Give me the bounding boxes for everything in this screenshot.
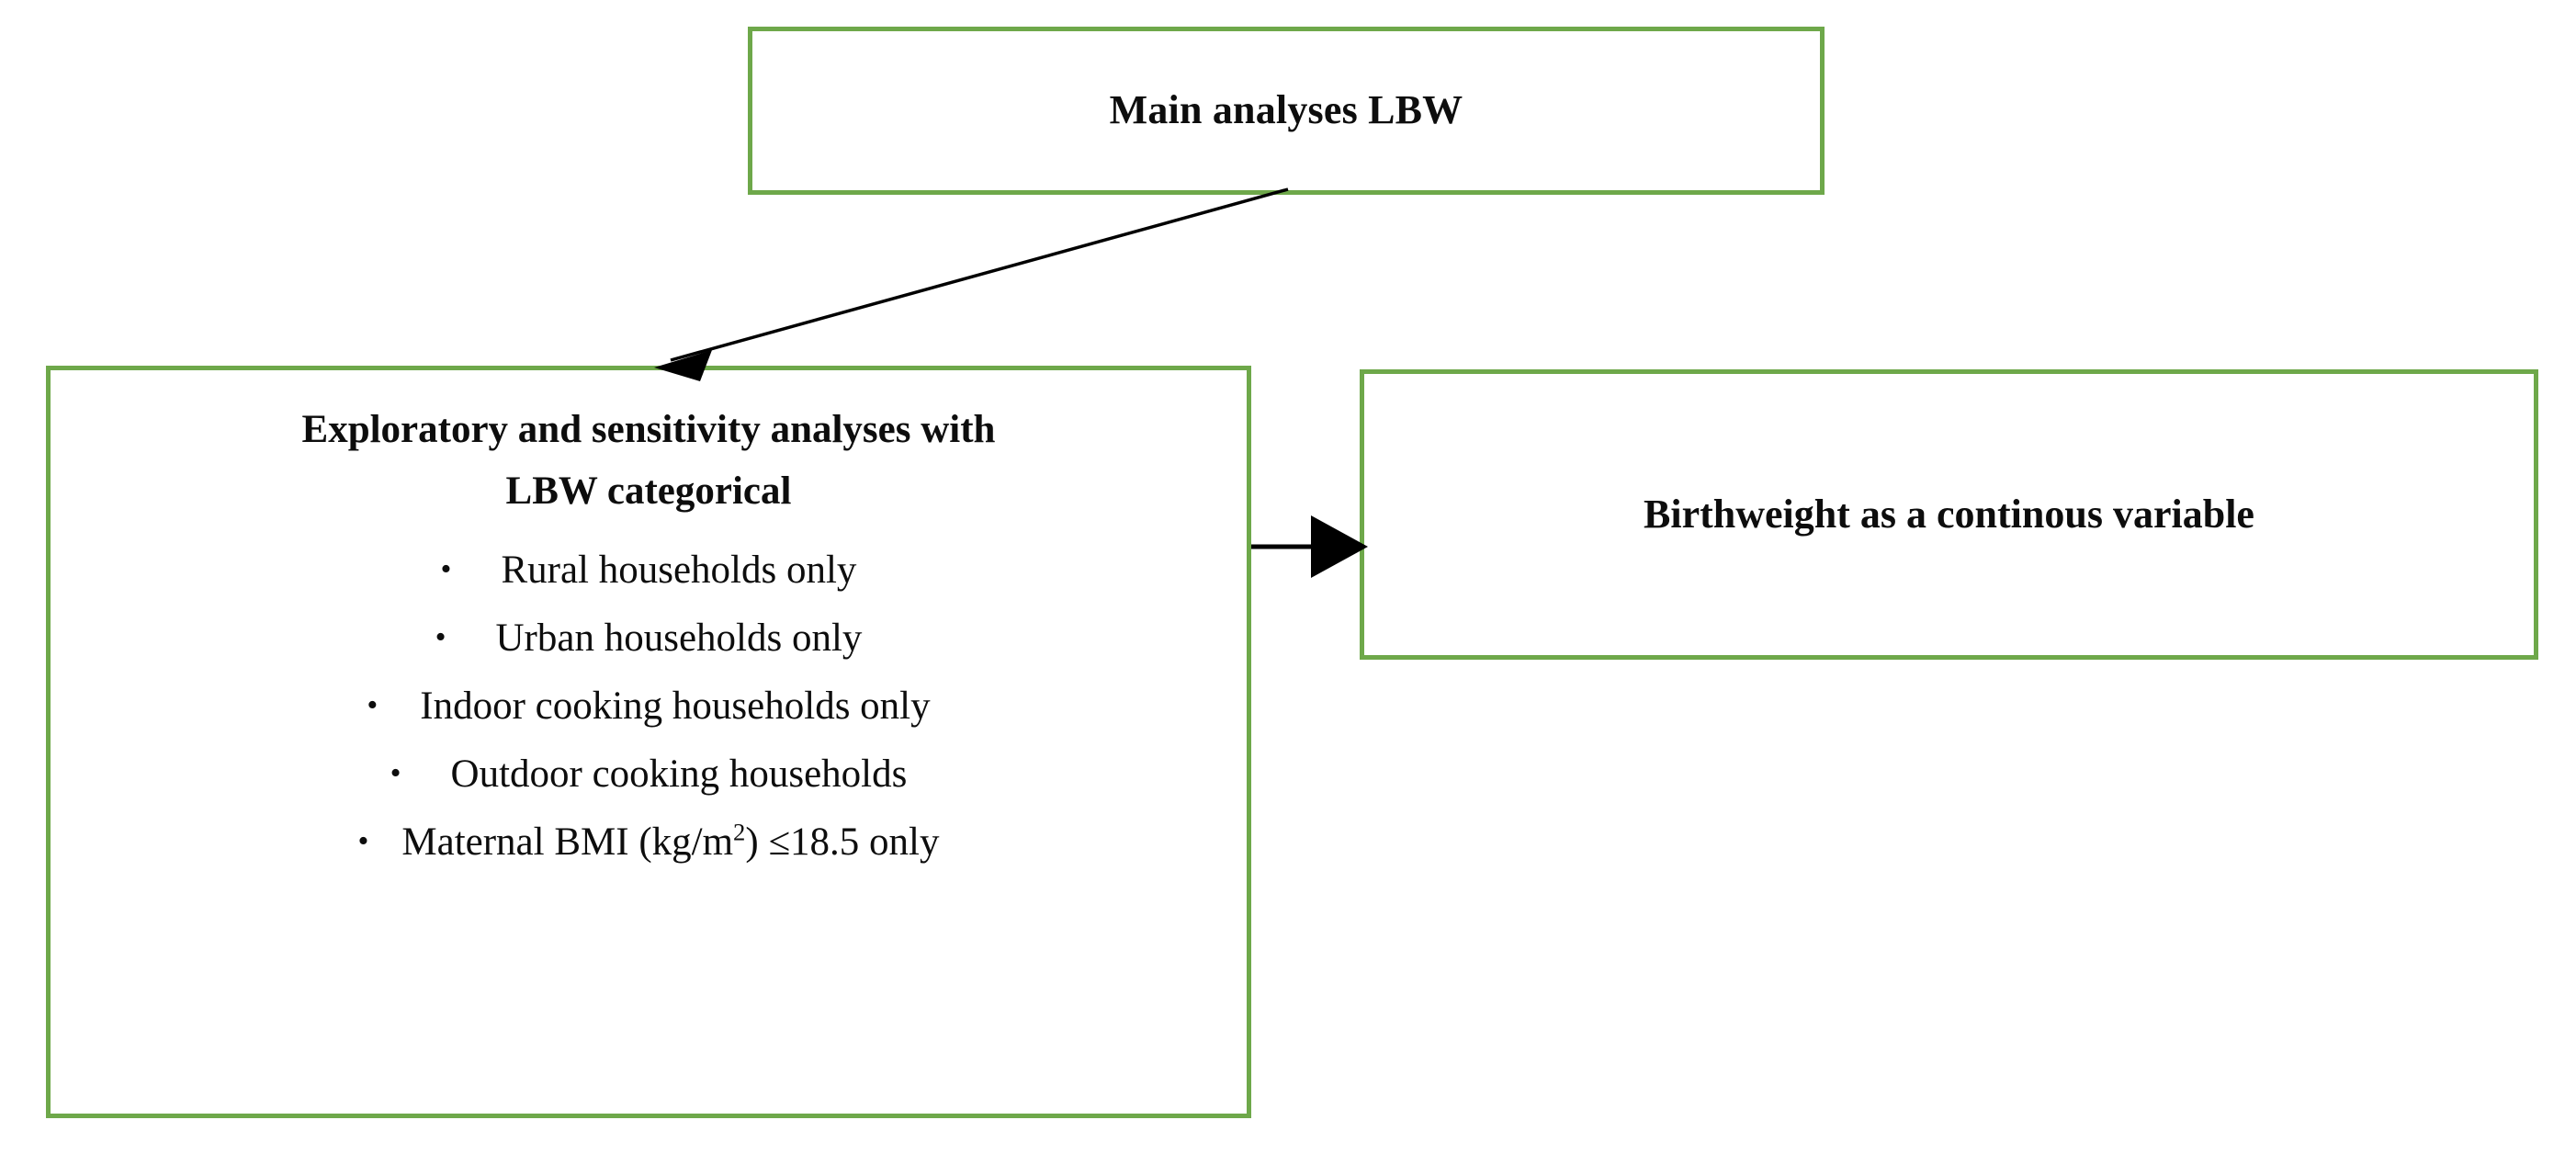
box-birthweight[interactable]: Birthweight as a continous variable (1360, 369, 2538, 660)
bullet-icon: • (367, 688, 378, 723)
list-item: • Urban households only (51, 605, 1247, 673)
box-main-analyses[interactable]: Main analyses LBW (748, 27, 1825, 195)
list-item-label: Rural households only (501, 549, 857, 593)
list-item: • Indoor cooking households only (51, 673, 1247, 741)
box-main-analyses-label: Main analyses LBW (1109, 87, 1463, 133)
list-item-label: Outdoor cooking households (450, 752, 908, 797)
bullet-icon: • (390, 756, 401, 791)
bullet-icon: • (440, 552, 452, 587)
bullet-icon: • (435, 620, 446, 655)
list-item-label: Urban households only (495, 617, 863, 661)
box-birthweight-label: Birthweight as a continous variable (1644, 491, 2254, 537)
list-item-label: Maternal BMI (kg/m2) ≤18.5 only (401, 809, 939, 877)
list-item: • Rural households only (51, 537, 1247, 605)
list-item: • Maternal BMI (kg/m2) ≤18.5 only (51, 809, 1247, 877)
box-exploratory-heading-line-1: Exploratory and sensitivity analyses wit… (301, 408, 996, 451)
box-exploratory-analyses[interactable]: Exploratory and sensitivity analyses wit… (46, 366, 1251, 1118)
list-item-label: Indoor cooking households only (420, 684, 931, 729)
box-exploratory-heading: Exploratory and sensitivity analyses wit… (86, 400, 1211, 522)
exploratory-bullet-list: • Rural households only • Urban househol… (51, 537, 1247, 877)
list-item-label-prefix: Maternal BMI (kg/m (401, 820, 734, 865)
list-item-label-suffix: ) ≤18.5 only (745, 820, 940, 865)
box-exploratory-heading-line-2: LBW categorical (505, 469, 792, 513)
arrow-exploratory-to-birthweight (1251, 515, 1368, 578)
list-item: • Outdoor cooking households (51, 741, 1247, 809)
bullet-icon: • (357, 824, 369, 859)
list-item-label-superscript: 2 (733, 818, 746, 846)
